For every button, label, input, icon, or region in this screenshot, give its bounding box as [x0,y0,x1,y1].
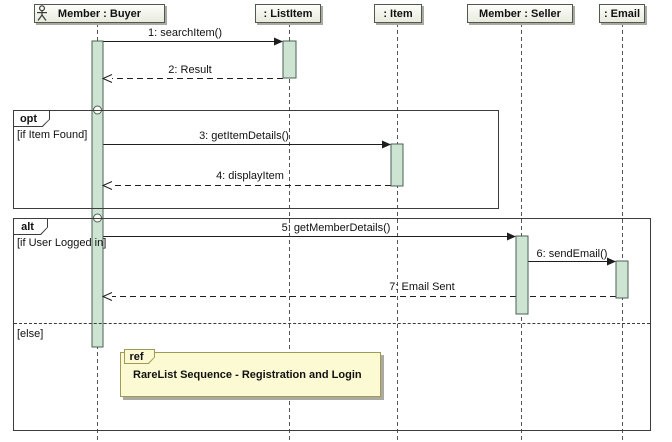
arrowhead-solid-3 [382,140,391,149]
activation-bar-buyer [91,40,104,348]
lifeline-head-email: : Email [599,4,645,23]
activation-bar-listitem [282,40,297,79]
activation-bar-item [390,143,404,187]
ref-fragment [120,352,381,397]
fragment-alt [13,218,651,431]
lifeline-head-seller: Member : Seller [467,4,573,23]
arrowhead-open-4 [101,181,113,190]
lifeline-head-label: : ListItem [263,7,313,20]
arrowhead-open-7 [101,292,113,301]
message-label-7: 7: Email Sent [389,281,455,293]
arrowhead-open-2 [101,74,113,83]
lifeline-head-label: : Item [383,7,413,20]
guard-if-user-logged-in: [if User Logged in] [17,237,107,249]
lifeline-head-label: : Email [603,7,641,20]
fragment-opt [13,110,499,209]
activation-bar-seller [515,235,529,315]
alt-divider [14,323,650,324]
fragment-alt-operator: alt [14,219,47,234]
message-label-2: 2: Result [168,64,212,76]
fragment-opt-operator: opt [14,111,49,126]
arrowhead-solid-5 [507,232,516,241]
guard-else: [else] [17,328,44,340]
activation-bar-email [615,260,629,299]
message-label-1: 1: searchItem() [148,27,222,39]
fragment-opt-operator-tab: opt [13,110,50,127]
lifeline-head-item: : Item [374,4,422,23]
ref-operator-tab: ref [124,349,155,364]
fragment-alt-operator-tab: alt [13,218,48,235]
guard-if-item-found: [if Item Found] [17,129,88,141]
lifeline-head-label: Member : Buyer [57,7,142,20]
arrowhead-solid-6 [607,257,616,266]
message-label-3: 3: getItemDetails() [199,130,289,142]
ref-operator: ref [125,350,154,363]
arrowhead-solid-1 [274,37,283,46]
message-label-6: 6: sendEmail() [536,248,608,260]
ref-fragment-text: RareList Sequence - Registration and Log… [133,369,362,381]
message-label-4: 4: displayItem [216,170,284,182]
message-label-5: 5: getMemberDetails() [281,222,391,234]
actor-icon [37,5,47,21]
lifeline-head-buyer: Member : Buyer [34,4,165,23]
lifeline-head-listitem: : ListItem [255,4,321,23]
lifeline-head-label: Member : Seller [479,7,561,20]
